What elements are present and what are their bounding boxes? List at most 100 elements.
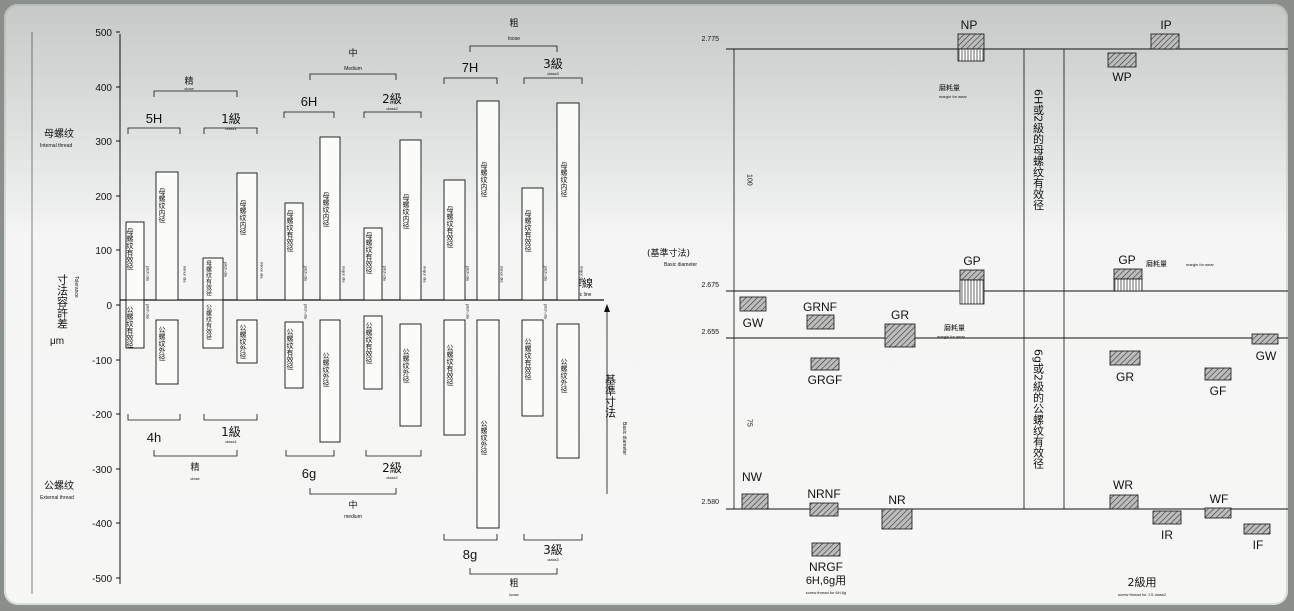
- dia-label: pitch dia: [544, 304, 549, 320]
- dia-label: minor dia: [500, 266, 505, 283]
- basic-dia-label: (基準寸法): [647, 247, 690, 259]
- gauge-NR: NR: [888, 493, 906, 507]
- medium-label: 中: [348, 47, 357, 59]
- tolerance-label-en: Tolerance: [73, 276, 79, 298]
- bar-label-1-major: 母螺纹内径: [239, 200, 247, 235]
- margin-note-1: 磨耗量: [939, 83, 960, 92]
- internal-tol-label: 6H或2級的母螺纹有效径: [1032, 89, 1045, 210]
- grade-6g: 6g: [302, 466, 316, 481]
- grade-class2-bottom: class2: [386, 475, 398, 480]
- medium-label-en: Medium: [344, 66, 362, 72]
- gauge-IP: IP: [1160, 18, 1171, 32]
- dia-label: pitch dia: [224, 262, 229, 278]
- bar-label-3-minor: 公螺纹外径: [560, 358, 568, 393]
- grade-class3-bottom: class3: [547, 557, 559, 562]
- gauge-GRNF: GRNF: [803, 300, 837, 314]
- bar-label-6g-pitch: 公螺纹有效径: [286, 328, 294, 370]
- dia-label: pitch dia: [466, 304, 471, 320]
- footer-right: 2級用: [1128, 576, 1157, 589]
- internal-thread-label: 母螺纹: [44, 127, 74, 140]
- grade-4h: 4h: [147, 430, 161, 445]
- y-tick-neg100: -100: [92, 356, 112, 367]
- basic-line-label-en: Basic line: [570, 292, 592, 298]
- loose-label: 粗: [509, 17, 518, 29]
- gauge-GW-right: GW: [1256, 349, 1277, 363]
- basic-dim-label: 基準寸法: [604, 374, 617, 418]
- dia-label: pitch dia: [304, 266, 309, 282]
- basic-dia-label-en: Basic diameter: [664, 262, 697, 268]
- bar-label-2-minor: 公螺纹外径: [402, 348, 410, 383]
- grade-5H: 5H: [146, 111, 163, 126]
- close-label-bottom-en: close: [190, 476, 200, 481]
- gauge-GP-right: GP: [1118, 253, 1135, 267]
- dia-label: major dia: [423, 266, 428, 283]
- dia-label: major dia: [580, 266, 585, 283]
- dia-labels: pitch dia minor dia pitch dia minor dia …: [146, 262, 585, 320]
- grade-2-top: 2級: [382, 92, 402, 106]
- bar-label-2-ext-pitch: 公螺纹有效径: [365, 322, 373, 364]
- bar-labels: 母螺纹有效径 公螺纹有效径 母螺纹内径 公螺纹外径 母螺纹有效径 公螺纹有效径 …: [126, 162, 568, 455]
- tolerance-bars: [125, 100, 580, 529]
- close-label: 精: [184, 75, 193, 87]
- dim-75: 75: [746, 419, 753, 427]
- y-tick-labels: 500 400 300 200 100 0 -100 -200 -300 -40…: [92, 28, 112, 585]
- loose-label-bottom: 粗: [509, 577, 518, 589]
- margin-note-2: 磨耗量: [1146, 259, 1167, 268]
- grade-class1-bottom: class1: [225, 439, 237, 444]
- grade-1-top: 1級: [221, 112, 241, 126]
- external-tol-label: 6g或2級的公螺纹有效径: [1032, 349, 1045, 469]
- bar-label-7H-major: 母螺纹内径: [480, 162, 488, 197]
- gauge-WR: WR: [1113, 478, 1133, 492]
- gauge-blocks: [739, 33, 1279, 557]
- y-tick-400: 400: [95, 83, 112, 94]
- basic-dim-label-en: Basic diameter: [621, 422, 627, 455]
- bar-label-5H-pitch: 母螺纹有效径: [126, 228, 134, 270]
- footer-right-en: screw thread for J.S class2: [1118, 592, 1167, 597]
- grade-3-bottom: 3級: [543, 543, 563, 557]
- background-photo-band: [4, 4, 1288, 234]
- gauge-GR-right: GR: [1116, 370, 1134, 384]
- external-thread-label: 公螺纹: [44, 479, 74, 492]
- y-tick-neg300: -300: [92, 465, 112, 476]
- bar-label-6H-pitch: 母螺纹有效径: [286, 210, 294, 252]
- bar-label-1-minor: 公螺纹外径: [239, 324, 247, 359]
- gauge-GF: GF: [1210, 384, 1227, 398]
- grade-class3-top: class3: [547, 71, 559, 76]
- dia-label: minor dia: [183, 266, 188, 283]
- gauge-GR-left: GR: [891, 308, 909, 322]
- bar-label-4h-pitch: 公螺纹有效径: [126, 306, 134, 348]
- loose-label-en: loose: [508, 36, 520, 42]
- grade-brackets: [127, 45, 583, 575]
- internal-thread-label-en: Internal thread: [40, 143, 72, 149]
- bar-label-7H-pitch: 母螺纹有效径: [446, 206, 454, 248]
- y-tick-100: 100: [95, 246, 112, 257]
- y-tick-neg200: -200: [92, 410, 112, 421]
- dia-label: pitch dia: [146, 304, 151, 320]
- dia-label: pitch dia: [383, 266, 388, 282]
- bar-label-6g-minor: 公螺纹外径: [322, 352, 330, 387]
- margin-note-2-en: margin for wear: [1186, 262, 1214, 267]
- dim-100: 100: [746, 174, 753, 186]
- y-tick-200: 200: [95, 192, 112, 203]
- gauge-GW-left: GW: [743, 316, 764, 330]
- y-tick-500: 500: [95, 28, 112, 39]
- margin-note-1-en: margin for wear: [939, 94, 967, 99]
- bar-label-2-major: 母螺纹内径: [402, 194, 410, 229]
- dia-label: major dia: [342, 266, 347, 283]
- value-2675: 2.675: [701, 282, 719, 289]
- gauge-NP: NP: [961, 18, 978, 32]
- loose-label-bottom-en: loose: [509, 592, 519, 597]
- gauge-NW: NW: [742, 470, 763, 484]
- bar-label-6H-major: 母螺纹内径: [322, 192, 330, 227]
- gauge-IF: IF: [1253, 538, 1264, 552]
- unit-label: μm: [50, 336, 64, 347]
- gauge-NRGF: NRGF: [809, 560, 843, 574]
- bar-label-4h-minor: 公螺纹外径: [158, 326, 166, 361]
- bar-label-3-major: 母螺纹内径: [560, 162, 568, 197]
- medium-label-bottom-en: medium: [344, 514, 362, 520]
- bar-label-3-pitch: 母螺纹有效径: [524, 210, 532, 252]
- grade-class1-top: class1: [225, 126, 237, 131]
- close-label-bottom: 精: [190, 461, 199, 473]
- grade-1-bottom: 1級: [221, 425, 241, 439]
- external-thread-label-en: External thread: [40, 495, 74, 501]
